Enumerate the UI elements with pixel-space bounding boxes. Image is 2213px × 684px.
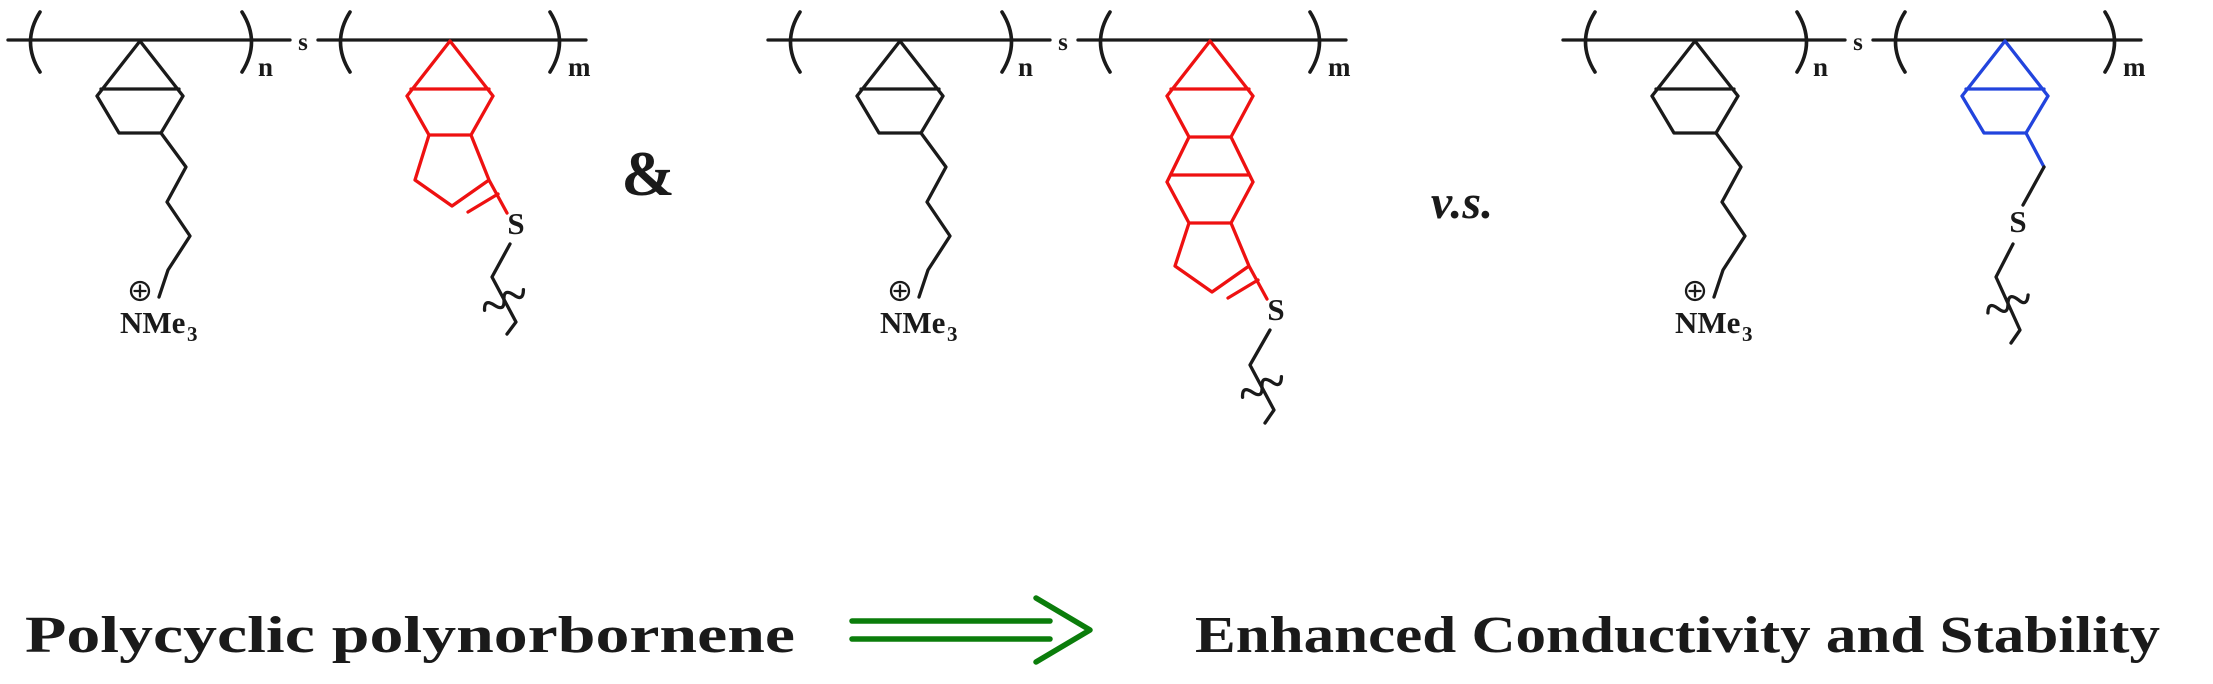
positive-charge-icon [889,280,911,302]
m-subscript: m [2123,52,2146,82]
sulfur-label: S [2009,204,2026,239]
backbone-and-parens [766,10,1348,74]
versus-text: v.s. [1431,176,1493,229]
double-arrow-icon [849,595,1093,665]
bicyclic-ring [1960,39,2050,169]
open-paren-icon [1893,10,1907,74]
squiggle-bond-icon [482,288,526,312]
stat-label: s [1853,29,1863,56]
tricyclic-ring [405,39,509,215]
positive-charge-icon [1684,280,1706,302]
sulfur-label: S [507,206,524,241]
stat-label: s [298,29,308,56]
panel-first-copolymer: n s m NMe 3 S [6,10,591,346]
close-paren-icon [240,10,254,74]
bicyclic-comonomer-unit [1960,39,2050,169]
open-paren-icon [1583,10,1597,74]
caption-left: Polycyclic polynorbornene [25,607,795,664]
n-subscript: n [1018,52,1033,82]
squiggle-bond-icon [1240,375,1284,399]
sulfur-label: S [1267,292,1284,327]
n-subscript: n [258,52,273,82]
thioether-tail [1240,328,1284,425]
tetracyclic-ring [1165,39,1269,301]
norbornane-ring [95,39,185,135]
panel-third-copolymer: n s m NMe 3 S [1561,10,2146,346]
cationic-norbornene-unit [1650,39,1747,302]
tail-chain [1248,328,1276,425]
tricyclic-comonomer-unit [405,39,509,215]
tail-chain [490,242,518,336]
stat-label: s [1058,29,1068,56]
squiggle-bond-icon [1986,293,2030,315]
tail-chain-lower [1994,242,2022,345]
norbornane-ring [855,39,945,135]
norbornane-ring [1650,39,1740,135]
ammonium-label-subscript: 3 [187,322,198,346]
panel-second-copolymer: n s m NMe 3 S [766,10,1351,425]
ammonium-chain [1712,131,1747,299]
ammonium-label: NMe [120,305,185,340]
ammonium-chain [157,131,192,299]
ammonium-label-subscript: 3 [947,322,958,346]
close-paren-icon [1795,10,1809,74]
n-subscript: n [1813,52,1828,82]
close-paren-icon [1000,10,1014,74]
close-paren-icon [1308,10,1322,74]
backbone-and-parens [6,10,588,74]
thioether-tail [482,242,526,336]
ammonium-label: NMe [880,305,945,340]
ampersand-text: & [621,138,674,209]
open-paren-icon [788,10,802,74]
backbone-and-parens [1561,10,2143,74]
open-paren-icon [28,10,42,74]
ammonium-label: NMe [1675,305,1740,340]
tetracyclic-comonomer-unit [1165,39,1269,301]
open-paren-icon [338,10,352,74]
positive-charge-icon [129,280,151,302]
close-paren-icon [548,10,562,74]
cationic-norbornene-unit [855,39,952,302]
ammonium-label-subscript: 3 [1742,322,1753,346]
cationic-norbornene-unit [95,39,192,302]
m-subscript: m [568,52,591,82]
tail-chain-upper [2021,165,2046,207]
close-paren-icon [2103,10,2117,74]
thioether-tail [1986,165,2046,345]
open-paren-icon [1098,10,1112,74]
ammonium-chain [917,131,952,299]
caption-right: Enhanced Conductivity and Stability [1195,607,2160,664]
m-subscript: m [1328,52,1351,82]
